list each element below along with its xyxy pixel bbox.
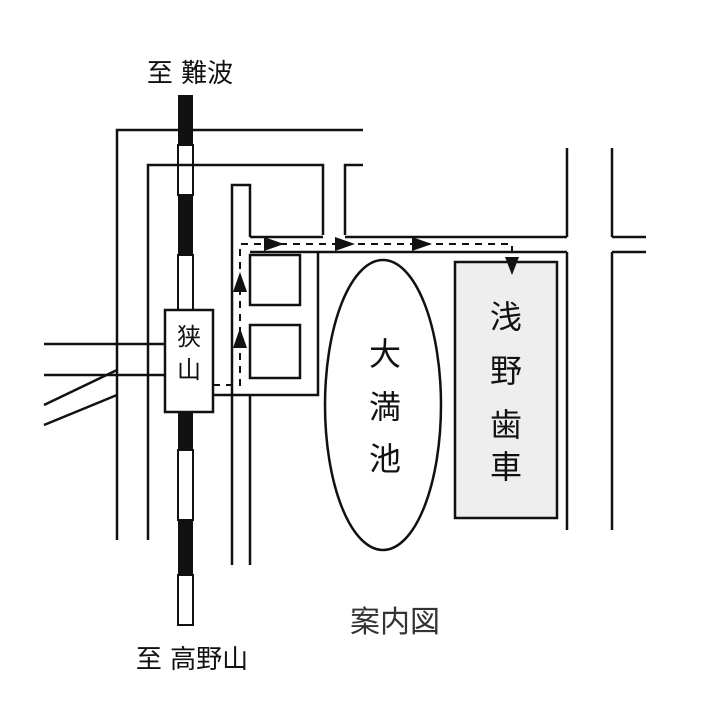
road-network bbox=[43, 128, 646, 565]
destination-label-2: 野 bbox=[490, 352, 522, 390]
route-arrow-right-1 bbox=[264, 237, 284, 251]
destination-label-1: 浅 bbox=[490, 298, 522, 336]
destination-building bbox=[453, 260, 559, 520]
label-to-south: 至 高野山 bbox=[136, 645, 248, 675]
pond-label-2: 満 bbox=[369, 388, 401, 426]
block-lower bbox=[248, 323, 302, 380]
station-label-line1: 狭 bbox=[177, 323, 201, 351]
map-caption: 案内図 bbox=[350, 605, 440, 640]
pond-label-3: 池 bbox=[369, 440, 401, 478]
label-to-north: 至 難波 bbox=[147, 59, 233, 89]
route-arrow-right-2 bbox=[335, 237, 355, 251]
route-arrow-right-3 bbox=[412, 237, 432, 251]
destination-label-3: 歯 bbox=[490, 406, 522, 444]
route-arrow-up-1 bbox=[233, 328, 247, 348]
destination-label-4: 車 bbox=[490, 448, 522, 486]
route-path bbox=[213, 237, 519, 386]
station-box bbox=[163, 308, 215, 414]
pond-shape bbox=[323, 258, 443, 552]
block-upper bbox=[248, 253, 302, 307]
pond-label-1: 大 bbox=[369, 335, 401, 373]
station-label-line2: 山 bbox=[177, 356, 201, 384]
route-arrow-down bbox=[505, 257, 519, 275]
route-arrow-up-2 bbox=[233, 272, 247, 292]
